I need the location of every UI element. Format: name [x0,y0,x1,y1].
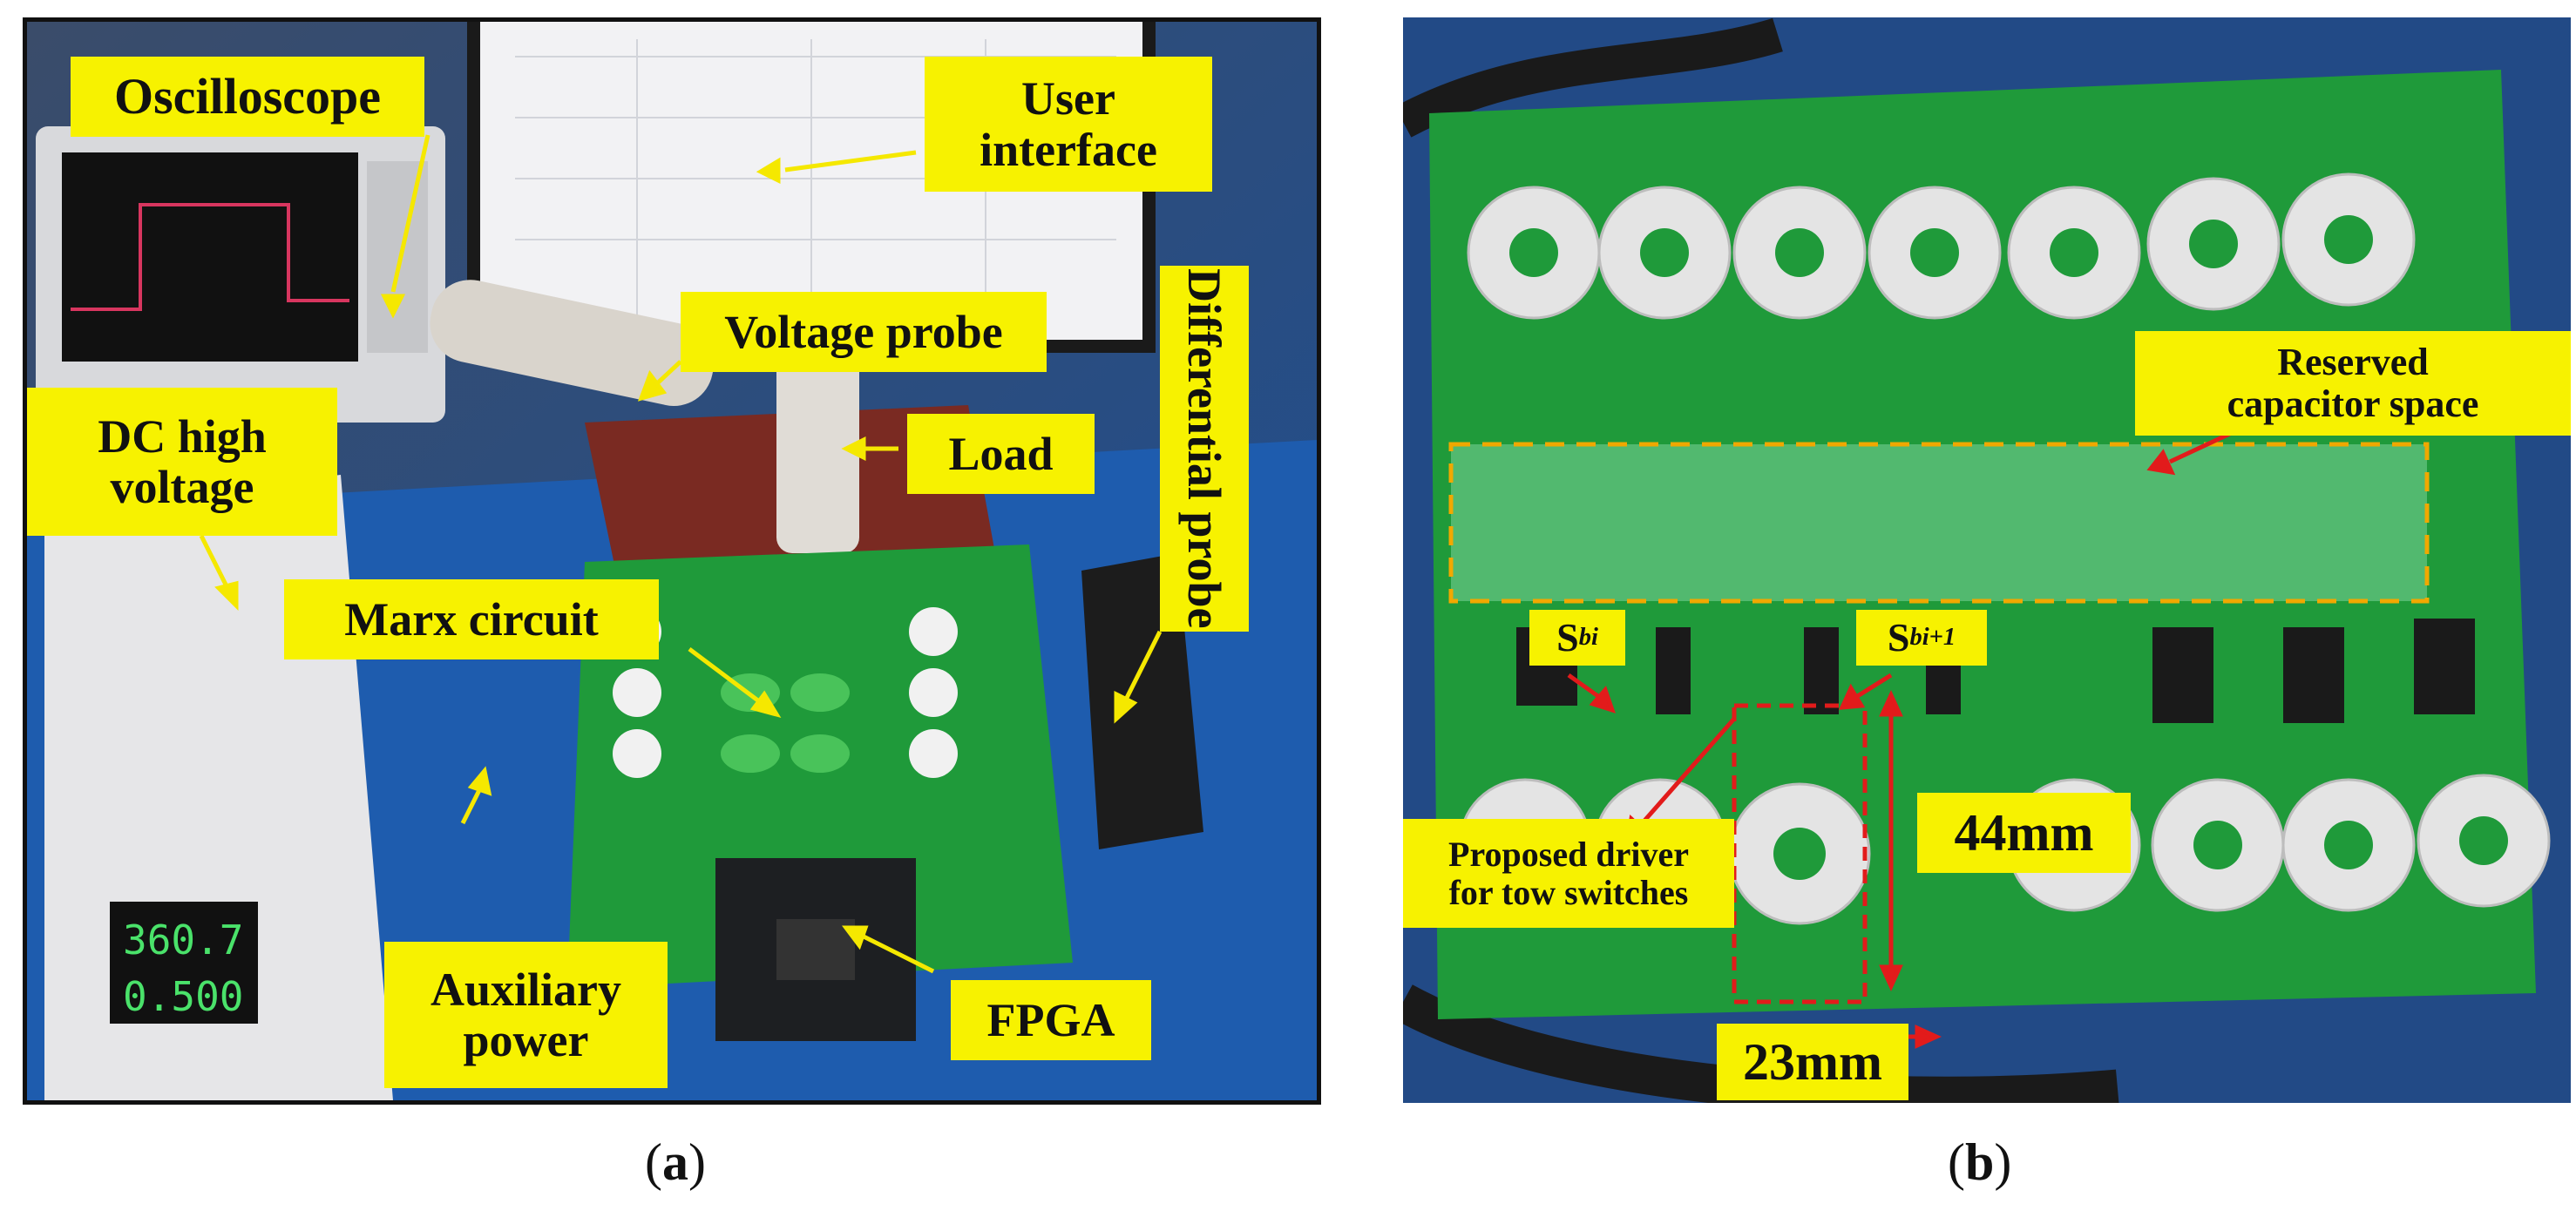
label-dimension-44mm: 44mm [1917,793,2131,873]
reserved-capacitor-area [1451,444,2427,601]
label-reserved-capacitor-space: Reserved capacitor space [2135,331,2571,436]
label-load: Load [907,414,1095,494]
label-proposed-driver: Proposed driver for tow switches [1403,819,1734,928]
caption-a: (a) [645,1133,706,1191]
label-fpga: FPGA [951,980,1151,1060]
switch-s-bi-plus-1-base: S [1887,615,1910,660]
current-readout: 0.500 [123,973,243,1020]
label-dimension-23mm: 23mm [1717,1024,1908,1100]
switch-s-bi-base: S [1556,615,1579,660]
oscilloscope-device [36,126,445,423]
driver-board-photo [1403,17,2571,1103]
label-dc-high-voltage: DC high voltage [27,388,337,536]
label-voltage-probe: Voltage probe [681,292,1047,372]
label-user-interface: User interface [925,57,1212,192]
reserved-capacitor-outline [1448,442,2430,604]
label-marx-circuit: Marx circuit [284,579,659,659]
lab-setup-photo: 360.7 0.500 [27,22,1317,1100]
caption-b: (b) [1948,1133,2012,1191]
marx-circuit-board [567,544,1073,989]
label-auxiliary-power: Auxiliary power [384,942,668,1088]
label-oscilloscope: Oscilloscope [71,57,424,137]
top-toroid-row [1467,172,2416,320]
switch-s-bi-plus-1-sub: bi+1 [1909,623,1956,651]
switch-s-bi-sub: bi [1578,623,1598,651]
voltage-readout: 360.7 [123,916,243,964]
photo-panel-a: 360.7 0.500 [23,17,1321,1105]
driver-outline [1732,703,1868,1004]
label-differential-probe: Differential probe [1160,266,1249,632]
